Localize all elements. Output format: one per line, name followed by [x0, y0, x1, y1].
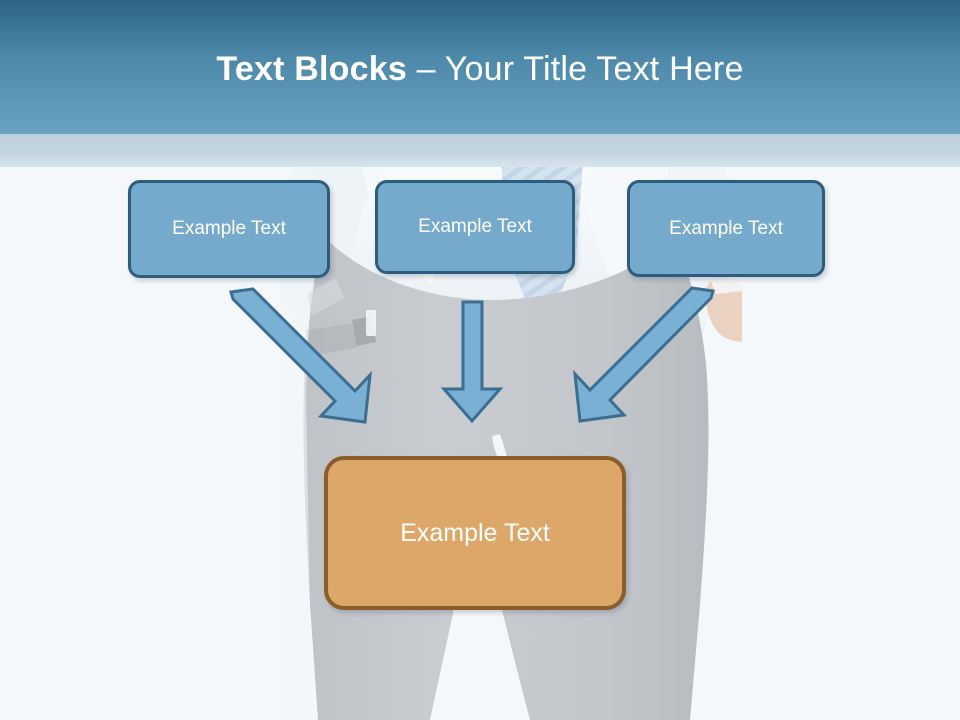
- arrow-right-diagonal-icon: [573, 286, 715, 423]
- text-block-1-label: Example Text: [172, 218, 286, 239]
- title-underband: [0, 134, 960, 167]
- page-title-strong: Text Blocks: [216, 50, 407, 88]
- text-block-3-label: Example Text: [669, 217, 783, 239]
- arrow-middle-vertical-icon: [440, 300, 504, 424]
- result-text-block[interactable]: Example Text: [324, 456, 626, 610]
- text-block-2-label: Example Text: [418, 216, 532, 237]
- arrow-left-diagonal-icon: [229, 287, 372, 424]
- text-block-3[interactable]: Example Text: [627, 180, 825, 277]
- page-title: Text Blocks – Your Title Text Here: [0, 48, 960, 90]
- result-text-block-label: Example Text: [400, 518, 550, 547]
- text-block-1[interactable]: Example Text: [128, 180, 330, 278]
- title-banner: [0, 0, 960, 134]
- page-title-rest: – Your Title Text Here: [406, 50, 744, 88]
- text-block-2[interactable]: Example Text: [375, 180, 575, 274]
